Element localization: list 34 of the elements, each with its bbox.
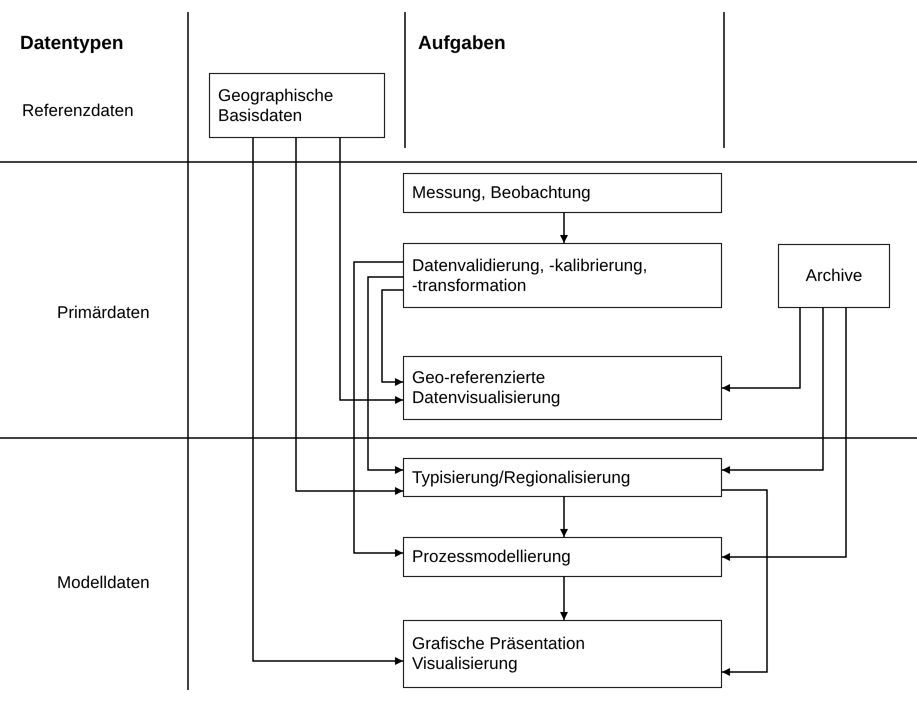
box-label: Prozessmodellierung (412, 547, 571, 567)
process-box (403, 620, 722, 688)
arrow (722, 308, 824, 474)
process-box (778, 244, 890, 308)
process-box (403, 173, 722, 213)
process-box (403, 537, 722, 577)
process-box (403, 356, 722, 420)
arrow (381, 289, 403, 386)
box-label: Datenvalidierung, -kalibrierung, -transformation (412, 256, 648, 296)
box-label: Geographische Basisdaten (218, 86, 334, 126)
column-header: Aufgaben (418, 32, 506, 56)
column-header: Datentypen (20, 32, 124, 56)
arrow (353, 261, 403, 557)
arrow (339, 138, 403, 404)
arrow (252, 138, 403, 665)
arrow (722, 308, 847, 561)
arrow (722, 489, 768, 676)
row-label: Modelldaten (57, 572, 150, 594)
process-box (209, 73, 385, 138)
box-label: Archive (806, 266, 862, 286)
arrow (295, 138, 403, 495)
arrow (367, 276, 403, 474)
box-label: Geo-referenzierte Datenvisualisierung (412, 368, 562, 408)
arrow (560, 577, 568, 620)
box-label: Messung, Beobachtung (412, 183, 591, 203)
box-label: Grafische Präsentation Visualisierung (412, 634, 586, 674)
row-label: Referenzdaten (22, 100, 134, 122)
arrow (560, 497, 568, 537)
process-box (403, 243, 722, 308)
row-label: Primärdaten (57, 302, 150, 324)
process-box (403, 458, 722, 497)
arrow (722, 308, 801, 392)
box-label: Typisierung/Regionalisierung (412, 468, 630, 488)
arrow (560, 213, 568, 243)
